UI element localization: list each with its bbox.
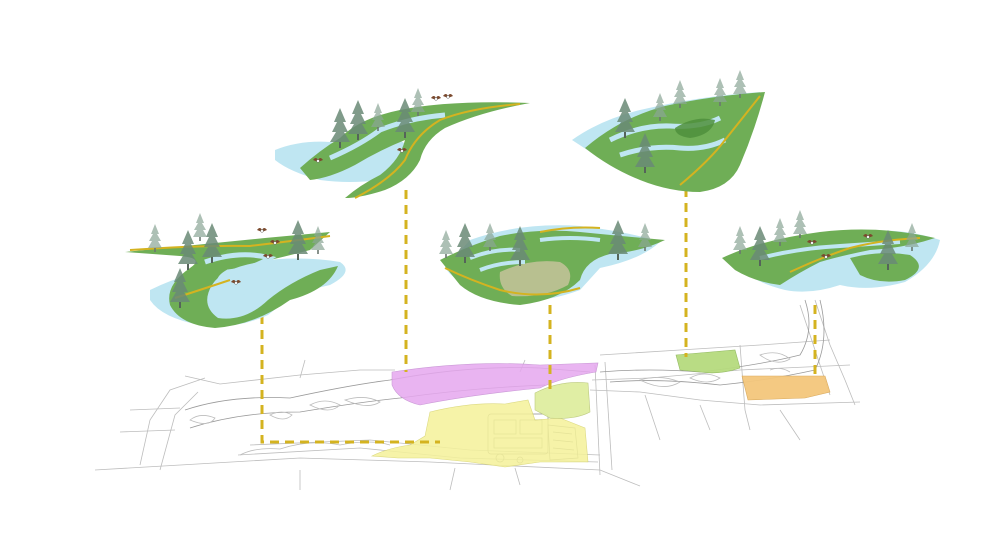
leader-lines	[260, 188, 817, 444]
tree-icon	[411, 88, 425, 116]
bird-icon	[430, 95, 442, 101]
zone-green	[675, 349, 741, 374]
pond-outline	[189, 397, 381, 424]
zone-magenta	[391, 362, 599, 406]
base-road	[644, 394, 661, 441]
panel-path	[444, 226, 601, 296]
panel-stream	[329, 112, 446, 161]
base-road	[299, 359, 306, 379]
base-road	[594, 364, 601, 476]
panel-reed	[675, 118, 715, 138]
base-road	[119, 429, 176, 433]
panel-grass	[125, 232, 338, 328]
base-road	[779, 409, 801, 441]
bird-icon	[256, 227, 268, 233]
base-road	[139, 377, 206, 466]
leader-line-1	[260, 300, 440, 444]
panel-5	[722, 210, 940, 292]
base-road	[514, 467, 521, 486]
tree-icon	[439, 230, 453, 258]
tree-icon	[773, 218, 787, 246]
base-road	[604, 361, 613, 471]
base-road	[699, 404, 711, 431]
base-road	[599, 339, 831, 356]
zone-green-light	[534, 382, 591, 419]
base-road	[129, 407, 181, 411]
base-road	[589, 389, 861, 406]
tree-icon	[733, 70, 747, 98]
base-road	[184, 369, 395, 385]
river-edge	[599, 299, 810, 373]
panel-plaza	[499, 261, 571, 297]
panel-grass	[300, 102, 530, 198]
tree-icon	[733, 226, 747, 254]
base-road	[94, 457, 641, 487]
tree-icon	[793, 210, 807, 238]
zone-orange	[741, 375, 831, 401]
panel-grass-2	[850, 253, 919, 282]
panel-3	[439, 220, 665, 305]
tree-icon	[673, 80, 687, 108]
panel-stream	[759, 240, 901, 260]
panel-path	[679, 95, 761, 186]
tree-icon	[148, 224, 162, 252]
pond-outline	[638, 352, 791, 387]
panel-path	[354, 103, 521, 199]
tree-icon	[330, 108, 350, 148]
base-road	[591, 364, 851, 381]
base-road	[814, 299, 856, 406]
tree-icon	[713, 78, 727, 106]
tree-icon	[193, 213, 207, 241]
base-road	[449, 467, 456, 491]
panel-stream	[204, 252, 277, 295]
panel-path	[789, 237, 921, 273]
base-road	[159, 391, 199, 471]
panel-1	[125, 213, 346, 328]
panel-2	[275, 88, 530, 199]
zone-yellow-lower	[370, 399, 589, 468]
panel-grass	[585, 92, 765, 192]
tree-icon	[348, 100, 368, 140]
panel-4	[572, 70, 765, 192]
bird-icon	[442, 93, 454, 99]
